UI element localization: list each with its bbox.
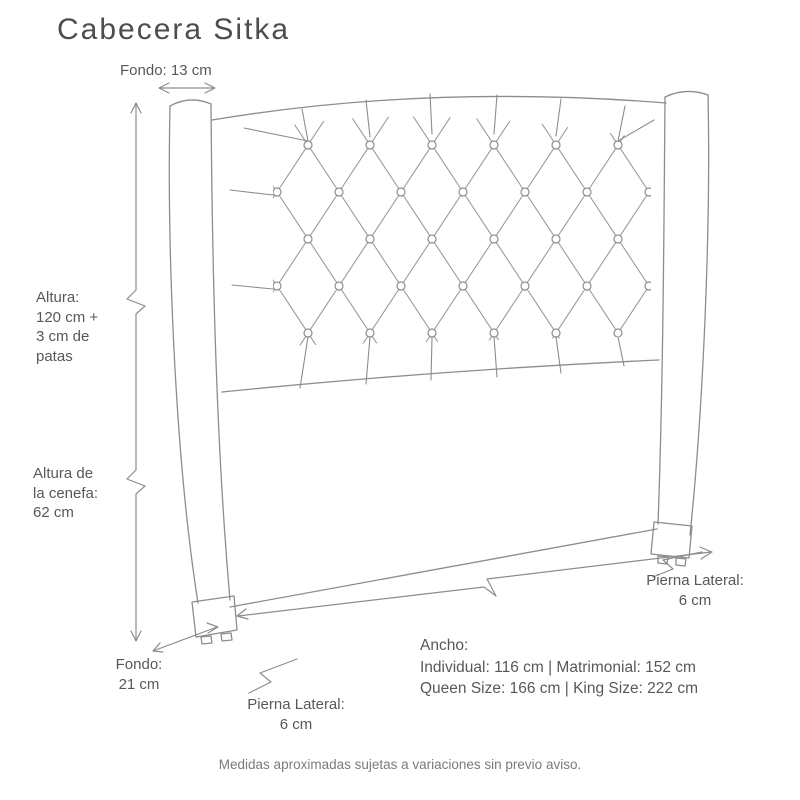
cenefa-height-label: Altura de la cenefa: 62 cm <box>33 465 99 521</box>
pleat-lines <box>229 93 655 389</box>
panel-bottom-edge <box>229 528 658 608</box>
page-title: Cabecera Sitka <box>57 13 291 46</box>
panel-seam-line <box>221 359 660 393</box>
tufting-pattern <box>273 116 651 347</box>
ancho-sizes-row1: Individual: 116 cm | Matrimonial: 152 cm <box>420 658 696 676</box>
right-foot <box>650 521 693 559</box>
altura-label: Altura: 120 cm + 3 cm de patas <box>36 289 99 365</box>
pierna-right-leader-line <box>652 551 703 578</box>
headboard-panel <box>211 95 667 608</box>
panel-top-arch <box>211 95 667 121</box>
ancho-dimension-line <box>236 546 713 620</box>
pierna-lateral-right-label: Pierna Lateral: 6 cm <box>646 572 744 609</box>
left-foot <box>191 595 238 638</box>
right-wing <box>650 90 710 567</box>
disclaimer-text: Medidas aproximadas sujetas a variacione… <box>218 757 582 772</box>
altura-dimension-line <box>126 102 146 642</box>
fondo-bottom-label: Fondo: 21 cm <box>115 656 163 693</box>
ancho-sizes-row2: Queen Size: 166 cm | King Size: 222 cm <box>420 680 699 698</box>
pierna-lateral-bottom-label: Pierna Lateral: 6 cm <box>247 696 345 733</box>
fondo-top-dimension-line <box>158 82 216 94</box>
fondo-top-label: Fondo: 13 cm <box>120 62 212 79</box>
ancho-sizes-block: Ancho: Individual: 116 cm | Matrimonial:… <box>420 635 698 700</box>
fondo-bottom-dimension-line <box>152 622 219 653</box>
ancho-label: Ancho: <box>420 637 469 654</box>
pierna-bottom-leader-line <box>248 658 298 694</box>
left-wing <box>168 99 238 645</box>
